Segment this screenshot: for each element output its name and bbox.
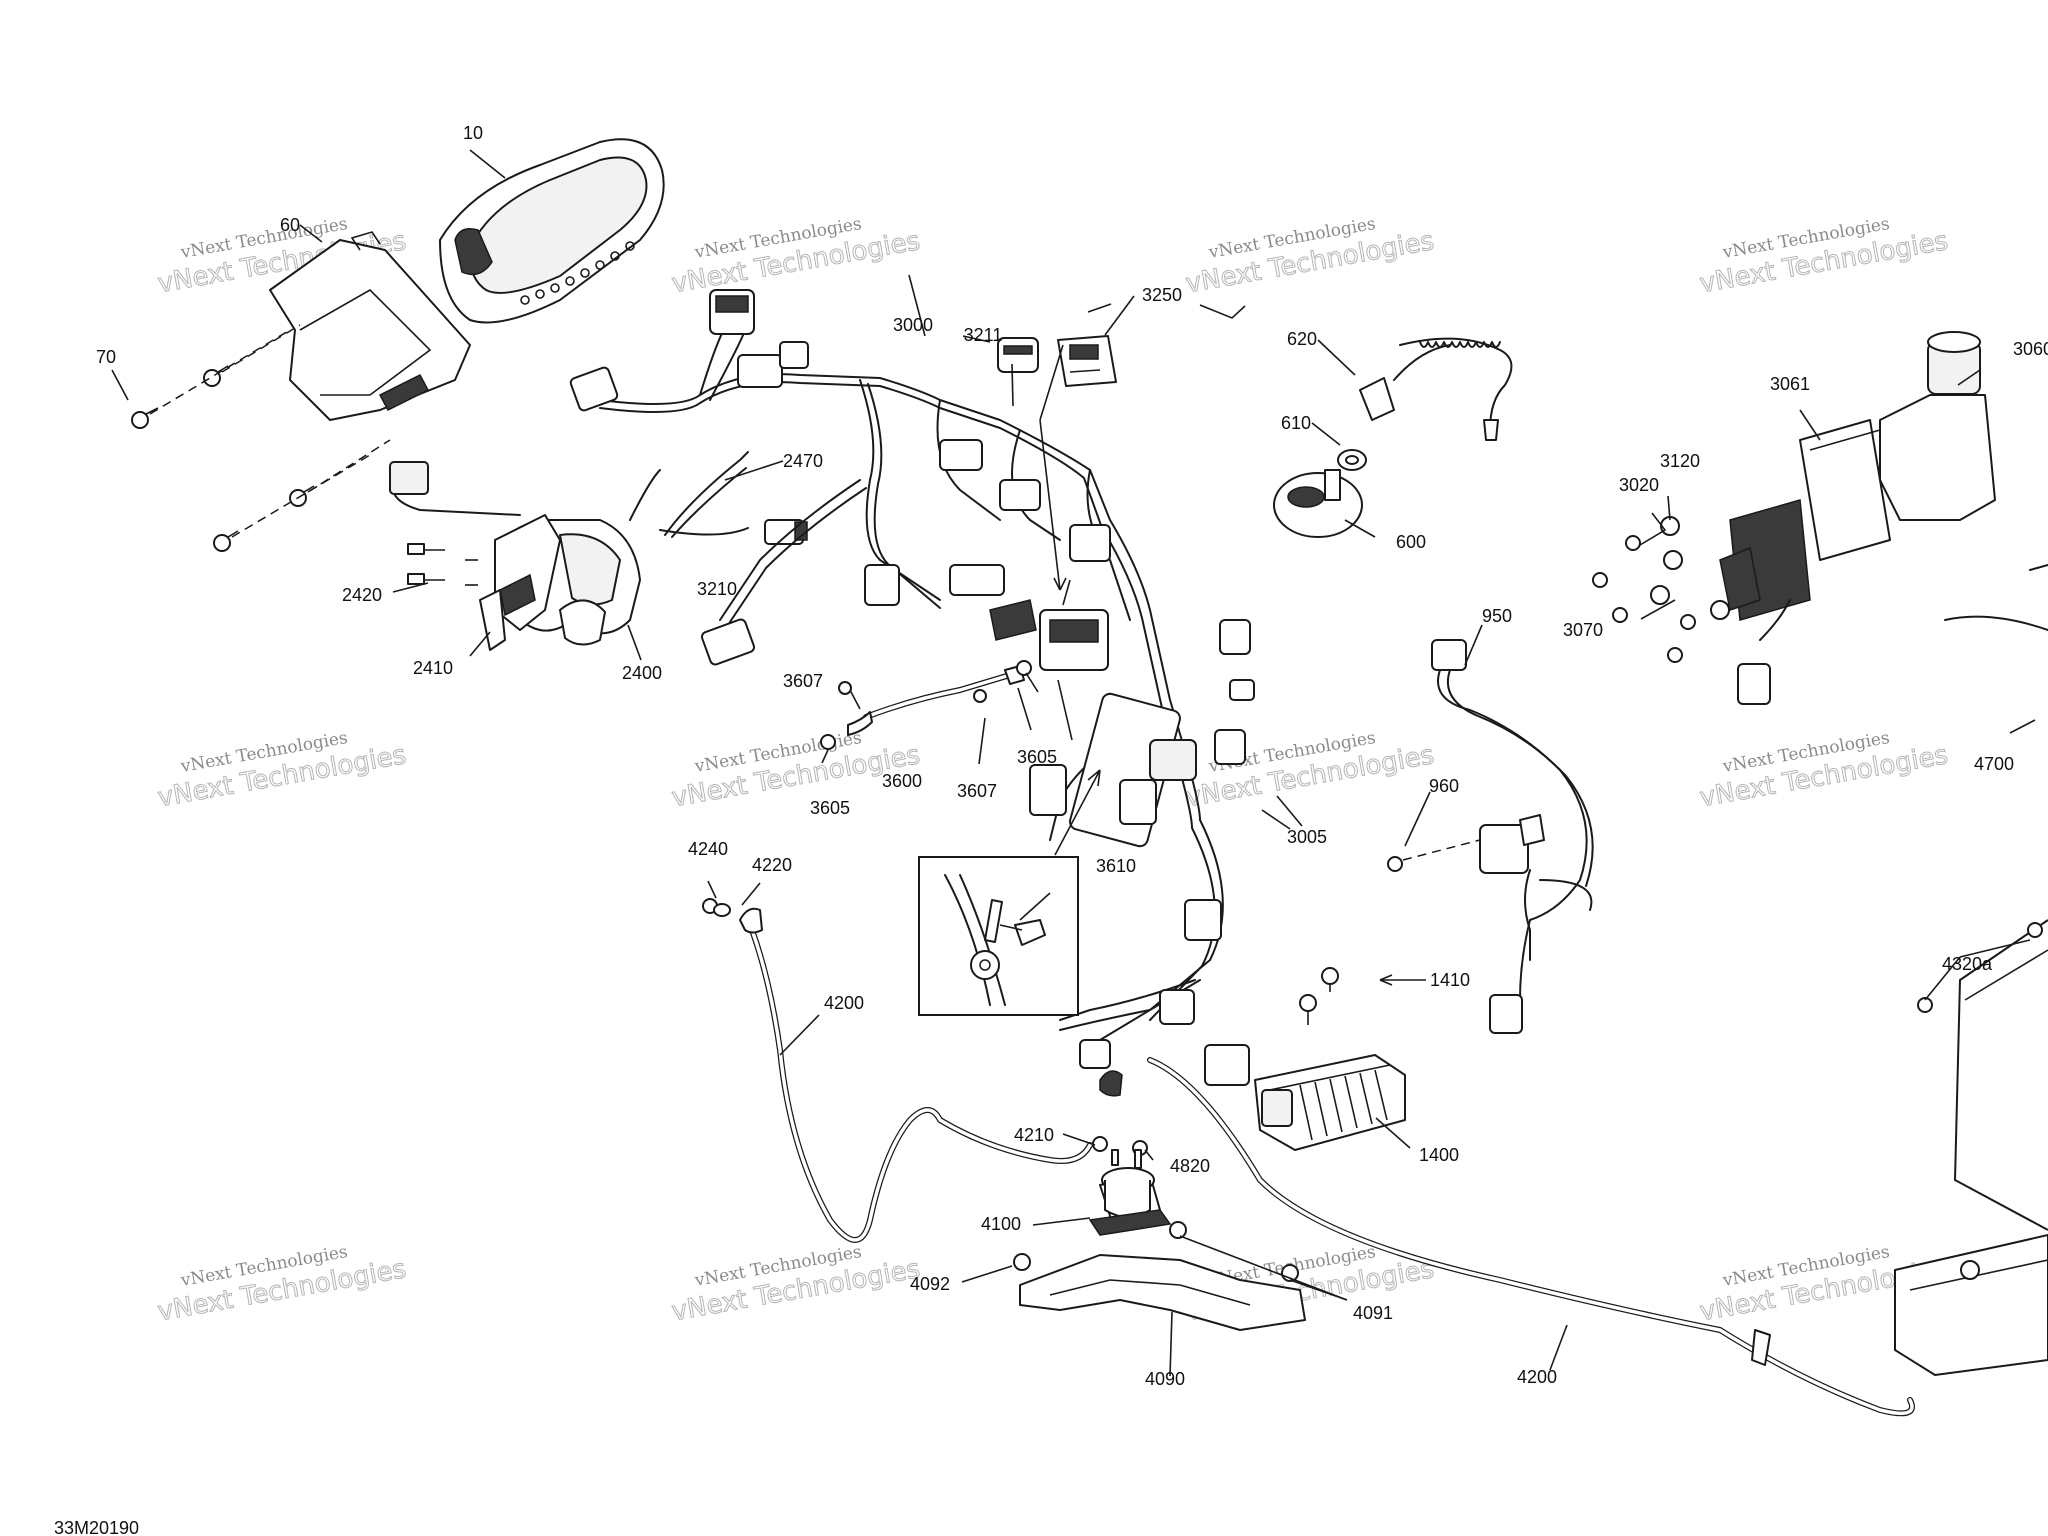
callout-3605-left: 3605 <box>810 798 850 818</box>
wiring-harness-part <box>569 289 1255 1086</box>
callout-3210: 3210 <box>697 579 737 599</box>
callout-3605-right: 3605 <box>1017 747 1057 767</box>
callout-3000: 3000 <box>893 315 933 335</box>
drawing-code: 33M20190 <box>54 1518 139 1536</box>
callout-4210: 4210 <box>1014 1125 1054 1145</box>
callout-3061: 3061 <box>1770 374 1810 394</box>
callout-4091: 4091 <box>1353 1303 1393 1323</box>
callout-2470: 2470 <box>783 451 823 471</box>
inset-detail-box <box>918 856 1079 1016</box>
voltage-regulator-part <box>1254 967 1406 1151</box>
callout-950: 950 <box>1482 606 1512 626</box>
callout-3120: 3120 <box>1660 451 1700 471</box>
callout-610: 610 <box>1281 413 1311 433</box>
gauge-cluster-part <box>439 138 665 324</box>
callout-1410: 1410 <box>1430 970 1470 990</box>
callout-10: 10 <box>463 123 483 143</box>
sub-harness-part <box>1387 639 1594 1034</box>
brake-switch-part <box>659 451 808 545</box>
callout-60: 60 <box>280 215 300 235</box>
callout-3607-lower: 3607 <box>957 781 997 801</box>
callout-960: 960 <box>1429 776 1459 796</box>
callout-2410: 2410 <box>413 658 453 678</box>
screw-part <box>131 324 391 552</box>
actuator-motor-part <box>1592 331 1996 705</box>
callout-4200-right: 4200 <box>1517 1367 1557 1387</box>
callout-4220: 4220 <box>752 855 792 875</box>
battery-part <box>1894 564 2048 1376</box>
gauge-bracket-part <box>269 231 471 421</box>
switch-3250-part <box>1057 335 1117 387</box>
callout-3250: 3250 <box>1142 285 1182 305</box>
callout-70: 70 <box>96 347 116 367</box>
callout-620: 620 <box>1287 329 1317 349</box>
callout-3600: 3600 <box>882 771 922 791</box>
callout-1400: 1400 <box>1419 1145 1459 1165</box>
handlebar-switch-part <box>389 461 661 651</box>
callout-4820: 4820 <box>1170 1156 1210 1176</box>
callout-3020: 3020 <box>1619 475 1659 495</box>
callout-labels: 10 60 70 600 610 620 950 960 1400 1410 2… <box>96 123 2048 1389</box>
callout-3060: 3060 <box>2013 339 2048 359</box>
tether-cord-part <box>1273 337 1513 538</box>
callout-3070: 3070 <box>1563 620 1603 640</box>
callout-4092: 4092 <box>910 1274 950 1294</box>
starter-solenoid-part <box>1088 1149 1172 1236</box>
callout-4200-left: 4200 <box>824 993 864 1013</box>
callout-4100: 4100 <box>981 1214 1021 1234</box>
leader-lines <box>111 149 2036 1377</box>
relay-part <box>997 337 1039 373</box>
callout-3211: 3211 <box>964 325 1003 345</box>
ground-cable-part <box>820 660 1032 750</box>
solenoid-bracket-part <box>1013 1221 1306 1331</box>
callout-2400: 2400 <box>622 663 662 683</box>
callout-600: 600 <box>1396 532 1426 552</box>
callout-4320a: 4320a <box>1942 954 1993 974</box>
callout-4700: 4700 <box>1974 754 2014 774</box>
callout-2420: 2420 <box>342 585 382 605</box>
battery-cable-part <box>702 898 1915 1417</box>
callout-3607-upper: 3607 <box>783 671 823 691</box>
callout-4240: 4240 <box>688 839 728 859</box>
callout-3610: 3610 <box>1096 856 1136 876</box>
callout-4090: 4090 <box>1145 1369 1185 1389</box>
callout-3005: 3005 <box>1287 827 1327 847</box>
